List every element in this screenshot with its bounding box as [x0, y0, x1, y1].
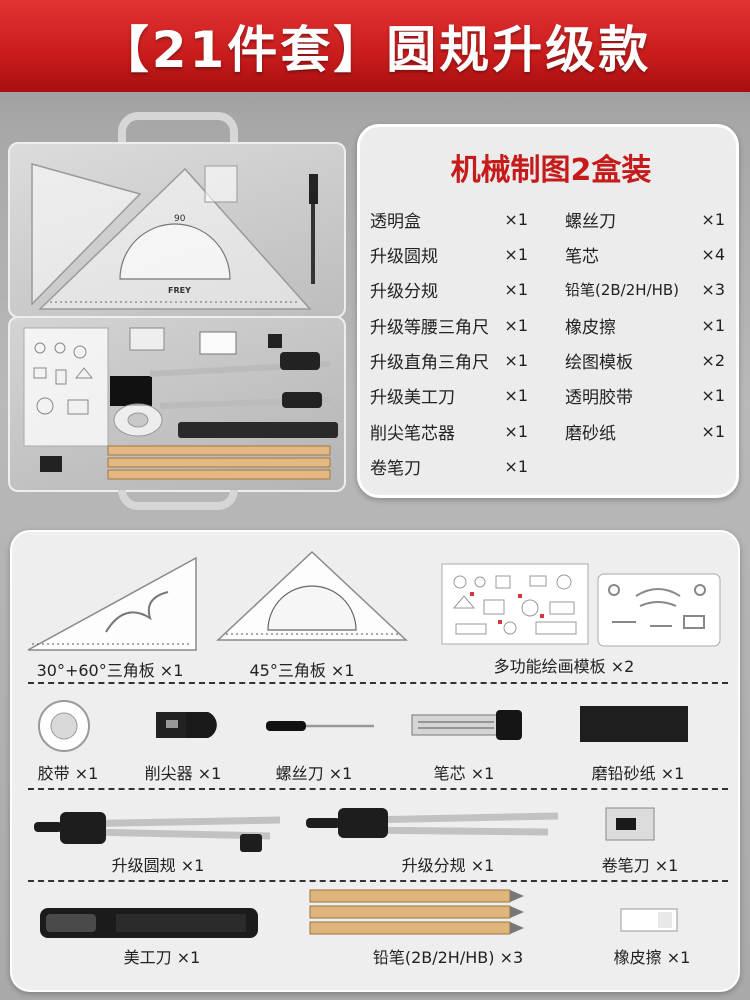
- list-item: 透明盒×1: [370, 209, 528, 232]
- divider: [28, 788, 728, 790]
- title-banner: 【21件套】圆规升级款: [0, 0, 750, 92]
- items-panel: 30°+60°三角板 ×1 45°三角板 ×1 多功能绘画模板 ×2 胶带 ×1…: [10, 530, 740, 992]
- list-item: 升级等腰三角尺×1: [370, 315, 528, 338]
- caption-triangle-30-60: 30°+60°三角板 ×1: [36, 661, 184, 680]
- list-item: 铅笔(2B/2H/HB)×3: [565, 279, 725, 299]
- caption-tape: 胶带 ×1: [37, 764, 99, 783]
- caption-sandpaper: 磨铅砂纸 ×1: [591, 764, 685, 783]
- lead-refill-image: [411, 710, 522, 740]
- list-title: 机械制图2盒装: [450, 153, 652, 188]
- caption-pencil-sharpener: 卷笔刀 ×1: [601, 856, 679, 875]
- case-handle: [118, 112, 238, 148]
- case-base: [8, 316, 346, 492]
- utility-knife-image: [40, 908, 258, 938]
- drawing-template-image: [441, 563, 589, 645]
- divider-tool-image: [306, 808, 559, 838]
- triangle-30-60-image: [27, 556, 197, 651]
- triangle-angle-label: 90: [174, 214, 186, 224]
- caption-screwdriver: 螺丝刀 ×1: [275, 764, 353, 783]
- contents-list-card: 机械制图2盒装 透明盒×1 升级圆规×1 升级分规×1 升级等腰三角尺×1 升级…: [357, 124, 739, 498]
- caption-triangle-45: 45°三角板 ×1: [249, 661, 355, 680]
- list-item: 磨砂纸×1: [565, 421, 725, 444]
- list-item: 橡皮擦×1: [565, 315, 725, 338]
- list-item: 升级分规×1: [370, 279, 528, 302]
- lid-contents: [31, 163, 318, 310]
- triangle-45-image: [216, 550, 408, 641]
- list-item: 升级直角三角尺×1: [370, 350, 528, 373]
- list-item: 削尖笔芯器×1: [370, 421, 528, 444]
- product-case-image: 90 FREY: [8, 110, 346, 510]
- eraser-image: [620, 908, 678, 932]
- pencils-image: [309, 889, 524, 935]
- pencil-sharpener-image: [605, 807, 655, 841]
- caption-compass: 升级圆规 ×1: [111, 856, 205, 875]
- divider: [28, 880, 728, 882]
- list-item: 卷笔刀×1: [370, 456, 528, 479]
- case-handle-bottom: [118, 490, 238, 510]
- caption-divider-tool: 升级分规 ×1: [401, 856, 495, 875]
- tape-image: [38, 700, 90, 752]
- list-item: 绘图模板×2: [565, 350, 725, 373]
- list-item: 透明胶带×1: [565, 385, 725, 408]
- caption-drawing-template: 多功能绘画模板 ×2: [493, 657, 635, 676]
- triangle-brand-label: FREY: [168, 286, 191, 295]
- sandpaper-image: [580, 706, 688, 742]
- sharpener-image: [156, 712, 217, 738]
- list-item: 螺丝刀×1: [565, 209, 725, 232]
- caption-eraser: 橡皮擦 ×1: [613, 948, 691, 967]
- list-item: 升级圆规×1: [370, 244, 528, 267]
- case-lid: 90 FREY: [8, 142, 346, 318]
- caption-lead-refill: 笔芯 ×1: [433, 764, 495, 783]
- list-item: 升级美工刀×1: [370, 385, 528, 408]
- list-item: 笔芯×4: [565, 244, 725, 267]
- divider: [28, 682, 728, 684]
- caption-sharpener: 削尖器 ×1: [144, 764, 222, 783]
- banner-title: 【21件套】圆规升级款: [98, 21, 652, 79]
- caption-utility-knife: 美工刀 ×1: [123, 948, 201, 967]
- screwdriver-image: [266, 721, 374, 731]
- stencil-template-image: [597, 573, 721, 647]
- caption-pencils: 铅笔(2B/2H/HB) ×3: [372, 948, 524, 967]
- compass-image: [34, 812, 281, 852]
- base-contents: [23, 327, 338, 480]
